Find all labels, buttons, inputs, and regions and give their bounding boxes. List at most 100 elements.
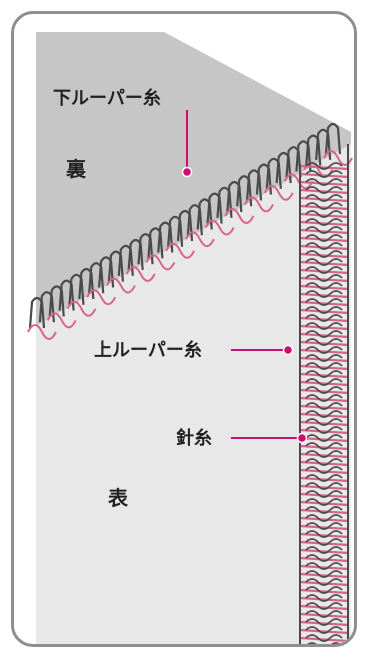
needle-stitch bbox=[305, 474, 343, 482]
upper-looper-stitch bbox=[299, 500, 349, 507]
upper-looper-stitch bbox=[299, 452, 349, 459]
pink-loop-stitch bbox=[106, 277, 136, 294]
needle-stitch bbox=[305, 546, 343, 554]
needle-stitch bbox=[305, 234, 343, 242]
needle-stitch bbox=[305, 570, 343, 578]
upper-looper-stitch bbox=[299, 300, 349, 307]
needle-stitch bbox=[305, 538, 343, 546]
diagram-frame bbox=[11, 11, 357, 647]
upper-looper-stitch bbox=[299, 252, 349, 259]
needle-stitch bbox=[305, 602, 343, 610]
upper-looper-stitch bbox=[299, 612, 349, 619]
needle-stitch bbox=[305, 402, 343, 410]
upper-looper-stitch bbox=[299, 588, 349, 595]
back-side-label: 裏 bbox=[66, 157, 86, 181]
upper-looper-stitch bbox=[299, 356, 349, 363]
front-side-label: 表 bbox=[108, 486, 128, 510]
needle-stitch bbox=[305, 466, 343, 474]
needle-stitch bbox=[305, 554, 343, 562]
upper-looper-stitch bbox=[299, 276, 349, 283]
pink-loop-stitch bbox=[263, 184, 294, 201]
needle-stitch bbox=[305, 362, 343, 370]
needle-stitch bbox=[305, 626, 343, 634]
needle-thread-label: 針糸 bbox=[176, 428, 212, 449]
lower-looper-stitch bbox=[324, 122, 342, 155]
needle-stitch bbox=[305, 242, 343, 250]
upper-looper-stitch bbox=[299, 380, 349, 387]
pink-loop-stitch bbox=[244, 196, 274, 213]
upper-looper-stitch bbox=[299, 332, 349, 339]
upper-looper-stitch bbox=[299, 476, 349, 483]
needle-stitch bbox=[305, 458, 343, 466]
upper-looper-stitch bbox=[299, 492, 349, 499]
needle-stitch bbox=[305, 338, 343, 346]
upper-looper-stitch bbox=[299, 228, 349, 235]
upper-looper-stitch bbox=[299, 412, 349, 419]
needle-stitch bbox=[305, 514, 343, 522]
pink-loop-stitch bbox=[66, 300, 97, 317]
upper-looper-stitch bbox=[299, 164, 349, 171]
upper-looper-stitch bbox=[299, 596, 349, 603]
needle-stitch bbox=[307, 642, 341, 644]
upper-looper-stitch bbox=[299, 316, 349, 323]
needle-stitch bbox=[305, 194, 343, 202]
needle-stitch bbox=[305, 394, 343, 402]
upper-looper-stitch bbox=[299, 268, 349, 275]
pink-loop-stitch bbox=[125, 266, 156, 282]
upper-looper-stitch bbox=[299, 212, 349, 219]
needle-stitch bbox=[305, 178, 343, 186]
upper-looper-stitch bbox=[299, 468, 349, 475]
upper-looper-stitch bbox=[299, 604, 349, 611]
upper-looper-thread-label: 上ルーパー糸 bbox=[94, 340, 202, 361]
needle-stitch bbox=[305, 322, 343, 330]
upper-looper-stitch bbox=[299, 260, 349, 267]
needle-stitch bbox=[305, 202, 343, 210]
needle-stitch bbox=[305, 306, 343, 314]
upper-looper-stitch bbox=[299, 548, 349, 555]
needle-stitch bbox=[305, 482, 343, 490]
upper-looper-stitch bbox=[299, 180, 349, 187]
needle-stitch bbox=[305, 330, 343, 338]
upper-looper-stitch bbox=[299, 524, 349, 531]
lower-looper-thread-label: 下ルーパー糸 bbox=[53, 88, 161, 109]
needle-stitch bbox=[305, 354, 343, 362]
upper-looper-stitch bbox=[299, 620, 349, 627]
needle-stitch bbox=[305, 378, 343, 386]
needle-stitch bbox=[305, 386, 343, 394]
upper-looper-stitch bbox=[299, 388, 349, 395]
lower-looper-marker bbox=[181, 166, 193, 178]
pink-loop-stitch bbox=[27, 324, 57, 340]
upper-looper-stitch bbox=[299, 372, 349, 379]
needle-stitch bbox=[305, 250, 343, 258]
upper-looper-stitch bbox=[299, 348, 349, 355]
needle-stitch bbox=[305, 530, 343, 538]
upper-looper-stitch bbox=[299, 564, 349, 571]
vertical-overlock-stitches bbox=[299, 144, 349, 644]
needle-stitch bbox=[305, 290, 343, 298]
pink-loop-stitch bbox=[224, 208, 255, 224]
upper-looper-stitch bbox=[299, 196, 349, 203]
upper-looper-stitch bbox=[299, 364, 349, 371]
upper-looper-stitch bbox=[299, 340, 349, 347]
fabric-front-side bbox=[36, 144, 351, 644]
needle-stitch bbox=[305, 274, 343, 282]
upper-looper-stitch bbox=[299, 636, 349, 643]
needle-stitch bbox=[305, 522, 343, 530]
needle-marker bbox=[296, 432, 308, 444]
upper-looper-stitch bbox=[299, 460, 349, 467]
overlock-stitch-diagram bbox=[27, 32, 353, 644]
needle-stitch bbox=[305, 218, 343, 226]
needle-stitch bbox=[305, 298, 343, 306]
needle-stitch bbox=[305, 266, 343, 274]
needle-stitch bbox=[305, 490, 343, 498]
upper-looper-stitch bbox=[299, 580, 349, 587]
upper-looper-stitch bbox=[299, 244, 349, 251]
needle-stitch bbox=[305, 634, 343, 642]
pink-loop-stitch bbox=[283, 173, 314, 190]
upper-looper-stitch bbox=[299, 532, 349, 539]
needle-stitch bbox=[305, 314, 343, 322]
needle-stitch bbox=[305, 226, 343, 234]
upper-looper-stitch bbox=[299, 556, 349, 563]
needle-stitch bbox=[305, 506, 343, 514]
needle-stitch bbox=[305, 410, 343, 418]
